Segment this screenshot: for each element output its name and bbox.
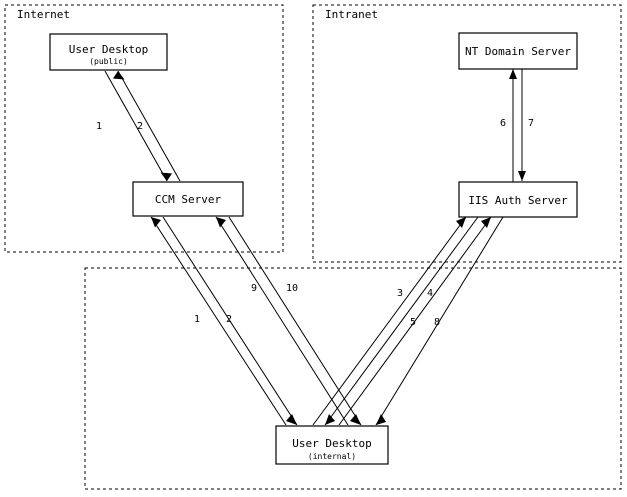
- flow-arrowhead-5: [481, 217, 491, 228]
- flow-label-8: 8: [434, 317, 440, 328]
- flow-arrowhead-1-internal: [151, 217, 161, 228]
- flow-label-2-public: 2: [137, 121, 143, 132]
- flow-group-internal-iis-58: [338, 216, 504, 426]
- flow-arrowhead-2-internal: [286, 414, 297, 425]
- node-user-desktop-internal-title: User Desktop: [292, 437, 371, 450]
- flow-arrowhead-2-public: [113, 71, 125, 80]
- flow-label-1-public: 1: [96, 121, 102, 132]
- flow-line-4: [324, 216, 479, 426]
- node-user-desktop-public-box[interactable]: [49, 33, 168, 71]
- zone-internet-boundary: [4, 4, 284, 253]
- node-nt-domain-server-title: NT Domain Server: [465, 45, 571, 58]
- flow-line-10: [228, 216, 362, 426]
- flow-line-8: [375, 216, 504, 426]
- flow-arrowhead-9: [216, 217, 226, 228]
- flow-group-internal-iis-34: [312, 216, 479, 426]
- node-user-desktop-public-subtitle: (public): [89, 57, 128, 66]
- flow-label-2-internal: 2: [226, 314, 232, 325]
- flow-label-6: 6: [500, 118, 506, 129]
- flow-arrowhead-7: [518, 171, 526, 181]
- node-ccm-server-title: CCM Server: [155, 193, 222, 206]
- node-iis-auth-server[interactable]: IIS Auth Server: [458, 181, 578, 218]
- flow-group-internal-ccm-12: [150, 216, 298, 426]
- node-ccm-server-box[interactable]: [132, 181, 244, 217]
- flow-group-internal-ccm-910: [215, 216, 362, 426]
- flow-label-4: 4: [427, 288, 433, 299]
- flow-line-1-public: [104, 70, 168, 182]
- flow-group-iis-nt: [509, 69, 526, 182]
- node-nt-domain-server-box[interactable]: [458, 32, 578, 70]
- node-user-desktop-internal-subtitle: (internal): [308, 452, 356, 461]
- flow-group-public-ccm: [104, 70, 181, 182]
- node-user-desktop-public-title: User Desktop: [69, 43, 148, 56]
- flow-line-1-internal: [150, 216, 287, 426]
- flow-arrowhead-6: [509, 69, 517, 79]
- flow-line-5: [338, 216, 492, 426]
- flow-label-9: 9: [251, 283, 257, 294]
- node-iis-auth-server-title: IIS Auth Server: [468, 194, 568, 207]
- flow-line-2-public: [117, 70, 181, 182]
- flow-arrowhead-10: [350, 414, 361, 425]
- flow-label-1-internal: 1: [194, 314, 200, 325]
- node-iis-auth-server-box[interactable]: [458, 181, 578, 218]
- node-user-desktop-internal-box[interactable]: [275, 425, 389, 465]
- node-user-desktop-internal[interactable]: User Desktop (internal): [275, 425, 389, 465]
- flow-label-5: 5: [410, 317, 416, 328]
- flow-line-9: [215, 216, 349, 426]
- zone-label-internet: Internet: [17, 8, 70, 21]
- flow-line-2-internal: [162, 216, 298, 426]
- flow-arrowhead-1-public: [160, 172, 172, 181]
- flow-arrowhead-3: [456, 217, 466, 228]
- zone-label-intranet: Intranet: [325, 8, 378, 21]
- flow-line-3: [312, 216, 467, 426]
- flow-label-3: 3: [397, 288, 403, 299]
- flow-arrowhead-4: [325, 414, 335, 425]
- flow-label-10: 10: [286, 283, 298, 294]
- node-ccm-server[interactable]: CCM Server: [132, 181, 244, 217]
- node-nt-domain-server[interactable]: NT Domain Server: [458, 32, 578, 70]
- flow-label-7: 7: [528, 118, 534, 129]
- node-user-desktop-public[interactable]: User Desktop (public): [49, 33, 168, 71]
- flow-arrowhead-8: [376, 414, 386, 425]
